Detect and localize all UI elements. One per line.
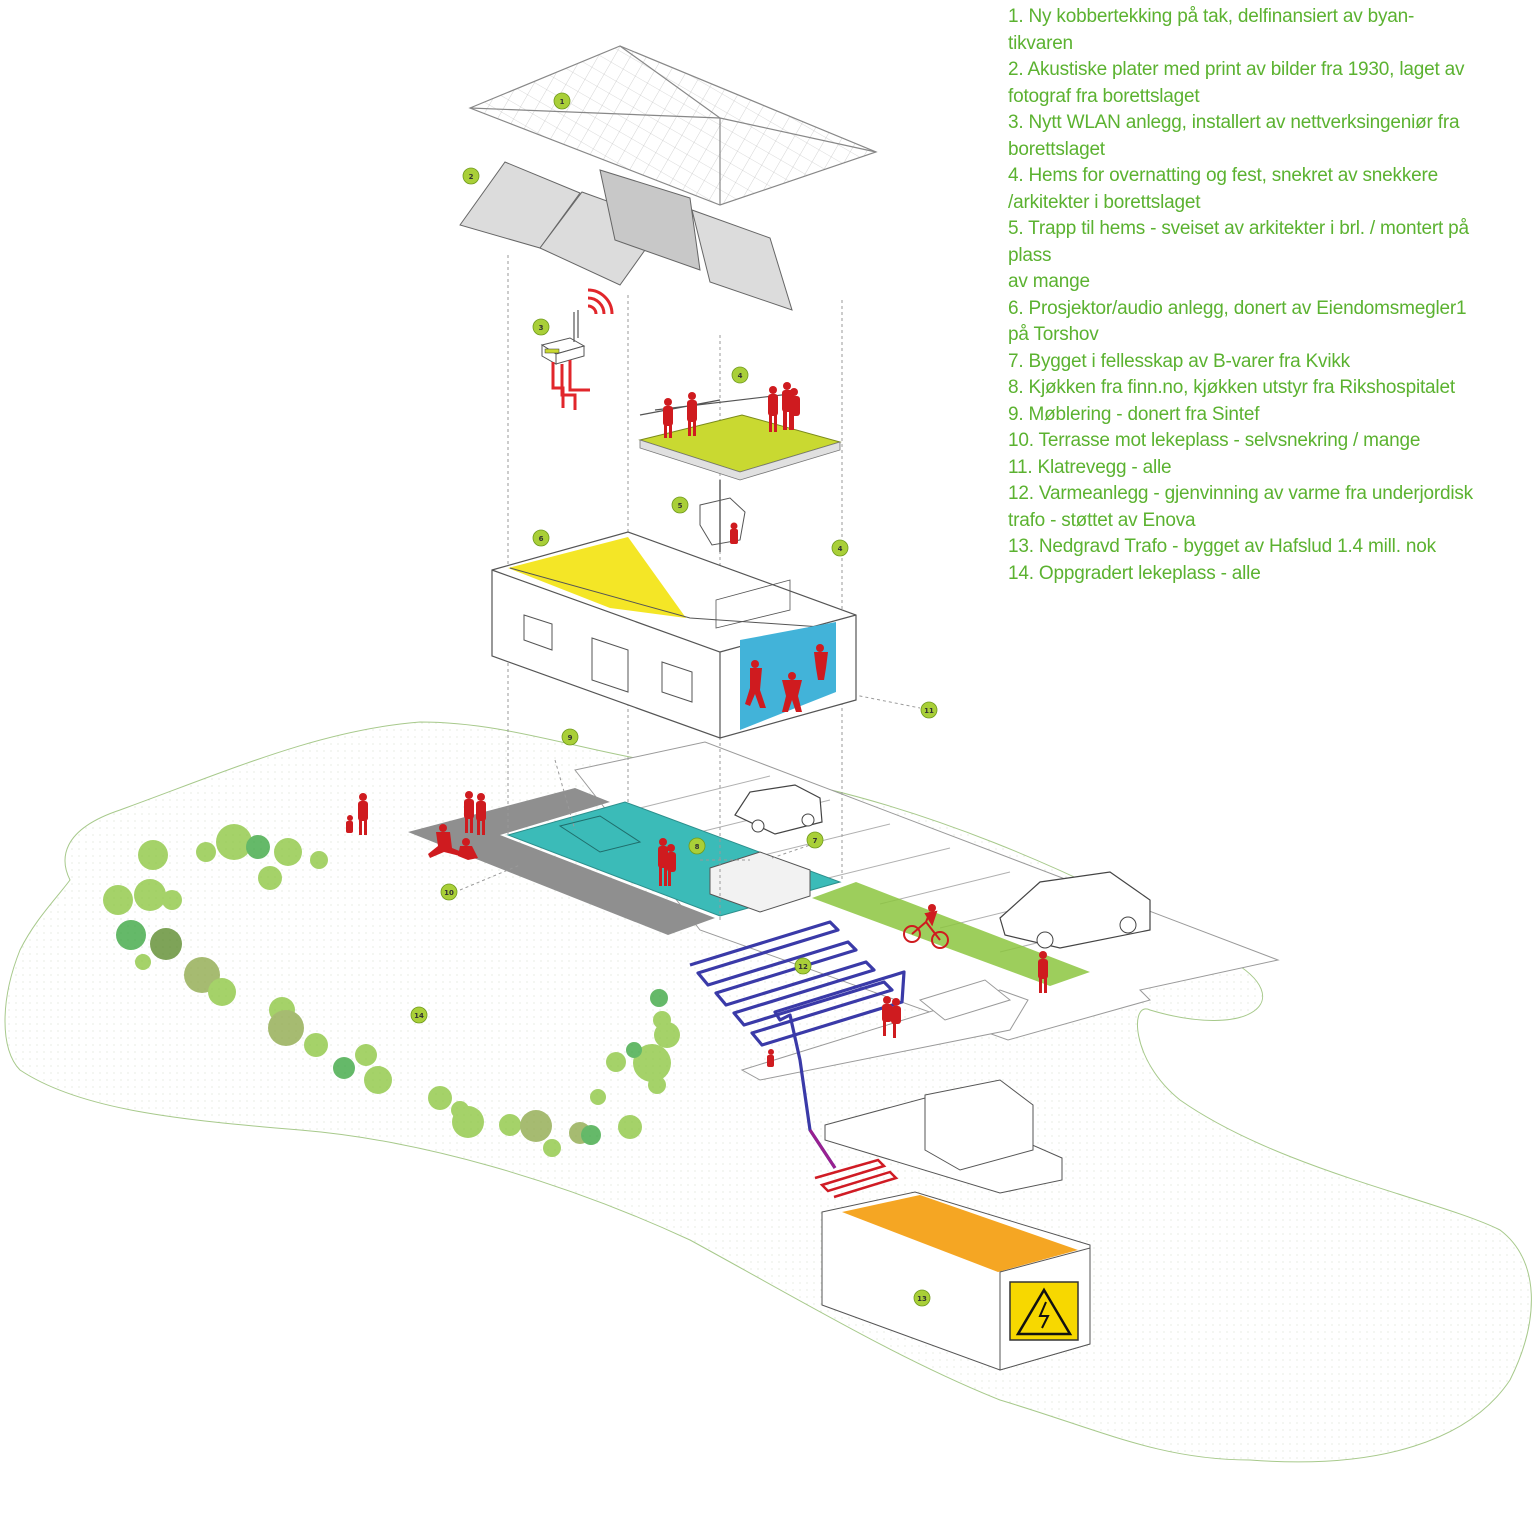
kitchen-block <box>709 851 811 913</box>
badge-11: 11 <box>920 701 938 719</box>
badge-13: 13 <box>913 1289 931 1307</box>
svg-text:10: 10 <box>444 889 454 897</box>
badge-14: 14 <box>410 1006 428 1024</box>
legend-item: 2. Akustiske plater med print av bilder … <box>1008 59 1465 107</box>
svg-text:1: 1 <box>560 98 565 106</box>
legend-item: 13. Nedgravd Trafo - bygget av Hafslud 1… <box>1008 536 1436 557</box>
svg-text:9: 9 <box>568 734 573 742</box>
legend-item: 12. Varmeanlegg - gjenvinning av varme f… <box>1008 483 1473 531</box>
legend-item: 14. Oppgradert lekeplass - alle <box>1008 562 1261 584</box>
svg-text:5: 5 <box>678 502 683 510</box>
badge-4-loft: 4 <box>731 366 749 384</box>
legend-item: 3. Nytt WLAN anlegg, installert av nettv… <box>1008 112 1460 160</box>
badge-4-side: 4 <box>831 539 849 557</box>
badge-10: 10 <box>440 883 458 901</box>
car-icon <box>999 871 1151 949</box>
svg-text:12: 12 <box>798 963 808 971</box>
svg-text:6: 6 <box>539 535 544 543</box>
svg-text:11: 11 <box>924 707 934 715</box>
badge-3: 3 <box>532 318 550 336</box>
car-icon <box>734 784 823 835</box>
legend-item: 5. Trapp til hems - sveiset av arkitekte… <box>1008 218 1469 292</box>
badge-8: 8 <box>688 837 706 855</box>
svg-text:2: 2 <box>469 173 474 181</box>
svg-text:7: 7 <box>813 837 818 845</box>
legend-item: 10. Terrasse mot lekeplass - selvsnekrin… <box>1008 430 1421 451</box>
legend-item: 8. Kjøkken fra finn.no, kjøkken utstyr f… <box>1008 377 1455 398</box>
stair <box>699 480 746 552</box>
trees-group <box>103 824 680 1157</box>
legend-item: 11. Klatrevegg - alle <box>1008 456 1172 478</box>
person-figure-icon <box>663 398 673 438</box>
legend-list: 1. Ny kobbertekking på tak, delfinansier… <box>1008 4 1528 587</box>
badge-12: 12 <box>794 957 812 975</box>
badge-9: 9 <box>561 728 579 746</box>
wifi-signal-icon <box>587 288 614 315</box>
svg-text:14: 14 <box>414 1012 424 1020</box>
tree-icon <box>138 840 168 870</box>
legend-item: 6. Prosjektor/audio anlegg, donert av Ei… <box>1008 297 1467 346</box>
badge-1: 1 <box>553 92 571 110</box>
legend-item: 4. Hems for overnatting og fest, snekret… <box>1008 165 1438 213</box>
green-strip <box>812 882 1090 986</box>
svg-text:3: 3 <box>539 324 544 332</box>
people-figures <box>346 382 1048 1067</box>
acoustic-panels <box>459 161 793 311</box>
legend-item: 1. Ny kobbertekking på tak, delfinansier… <box>1008 6 1415 54</box>
legend-item: 9. Møblering - donert fra Sintef <box>1008 403 1260 425</box>
legend-item: 7. Bygget i fellesskap av B-varer fra Kv… <box>1008 350 1350 372</box>
building <box>491 531 857 739</box>
router-icon <box>540 310 590 410</box>
svg-text:8: 8 <box>695 843 700 851</box>
badge-2: 2 <box>462 167 480 185</box>
roof <box>468 45 878 206</box>
heating-coil <box>689 920 906 1169</box>
site-ground <box>4 721 1532 1463</box>
badge-5: 5 <box>671 496 689 514</box>
svg-text:13: 13 <box>917 1295 927 1303</box>
badge-6: 6 <box>532 529 550 547</box>
svg-text:4: 4 <box>838 545 843 553</box>
badge-7: 7 <box>806 831 824 849</box>
bicycle-icon <box>903 904 949 949</box>
transformer-box <box>821 1079 1091 1371</box>
svg-text:4: 4 <box>738 372 743 380</box>
